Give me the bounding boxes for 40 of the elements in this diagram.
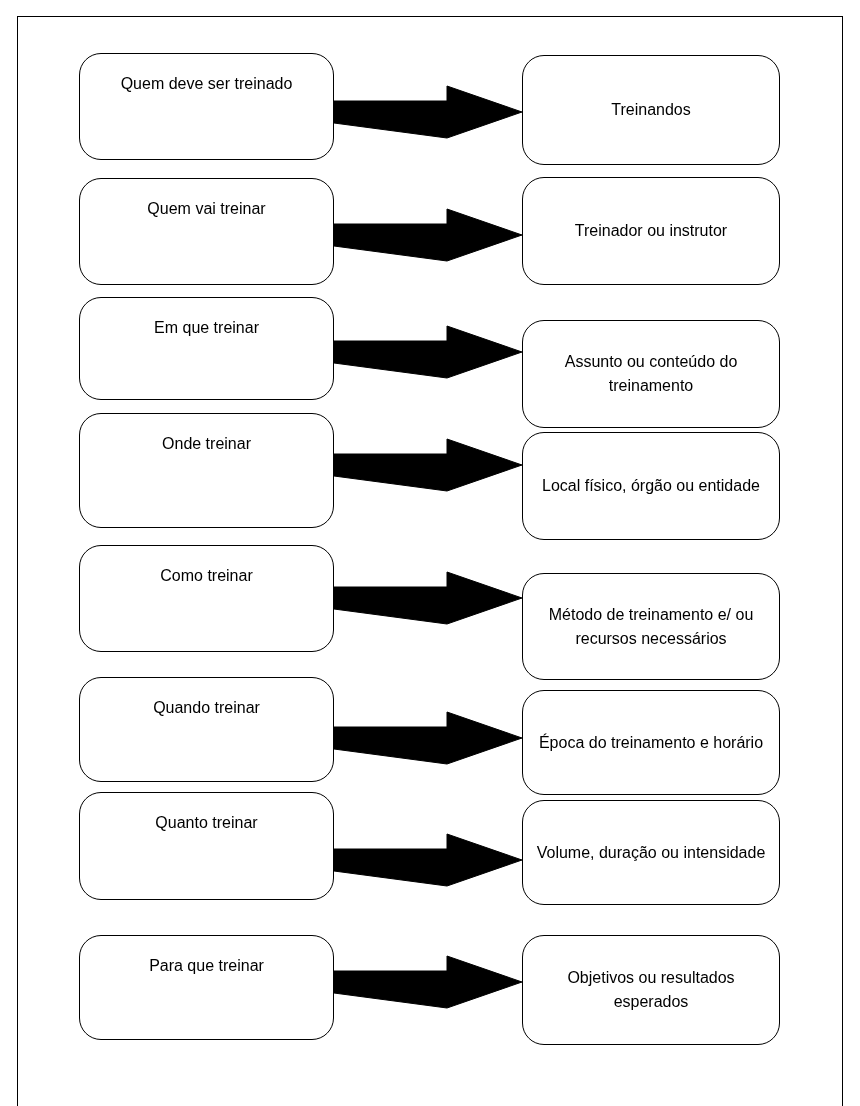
- box-text: Objetivos ou resultados esperados: [566, 968, 736, 1012]
- block-arrow: [333, 571, 523, 625]
- box-text: Treinandos: [611, 100, 691, 120]
- block-arrow: [333, 85, 523, 139]
- box-text: Quando treinar: [153, 698, 260, 718]
- box-text: Treinador ou instrutor: [574, 221, 728, 241]
- rounded-box: [522, 55, 780, 165]
- rounded-box: [522, 177, 780, 285]
- box-text: Local físico, órgão ou entidade: [542, 476, 760, 496]
- rounded-box: [79, 545, 334, 652]
- rounded-box: [79, 53, 334, 160]
- rounded-box: [79, 178, 334, 285]
- box-text: Assunto ou conteúdo do treinamento: [563, 352, 739, 396]
- box-text: Quem deve ser treinado: [120, 74, 293, 94]
- block-arrow: [333, 711, 523, 765]
- box-text: Onde treinar: [162, 434, 251, 454]
- rounded-box: [79, 935, 334, 1040]
- rounded-box: [522, 432, 780, 540]
- box-text: Quem vai treinar: [147, 199, 266, 219]
- rounded-box: [522, 800, 780, 905]
- block-arrow: [333, 438, 523, 492]
- rounded-box: [79, 297, 334, 400]
- rounded-box: [522, 320, 780, 428]
- rounded-box: [79, 677, 334, 782]
- box-text: Volume, duração ou intensidade: [536, 842, 766, 863]
- rounded-box: [522, 690, 780, 795]
- box-text: Quanto treinar: [155, 813, 258, 833]
- block-arrow: [333, 325, 523, 379]
- box-text: Época do treinamento e horário: [538, 732, 764, 753]
- box-text: Em que treinar: [154, 318, 259, 338]
- rounded-box: [522, 573, 780, 680]
- rounded-box: [79, 413, 334, 528]
- rounded-box: [522, 935, 780, 1045]
- box-text: Para que treinar: [149, 956, 264, 976]
- block-arrow: [333, 833, 523, 887]
- rounded-box: [79, 792, 334, 900]
- block-arrow: [333, 955, 523, 1009]
- box-text: Como treinar: [160, 566, 253, 586]
- box-text: Método de treinamento e/ ou recursos necessários: [547, 604, 755, 649]
- block-arrow: [333, 208, 523, 262]
